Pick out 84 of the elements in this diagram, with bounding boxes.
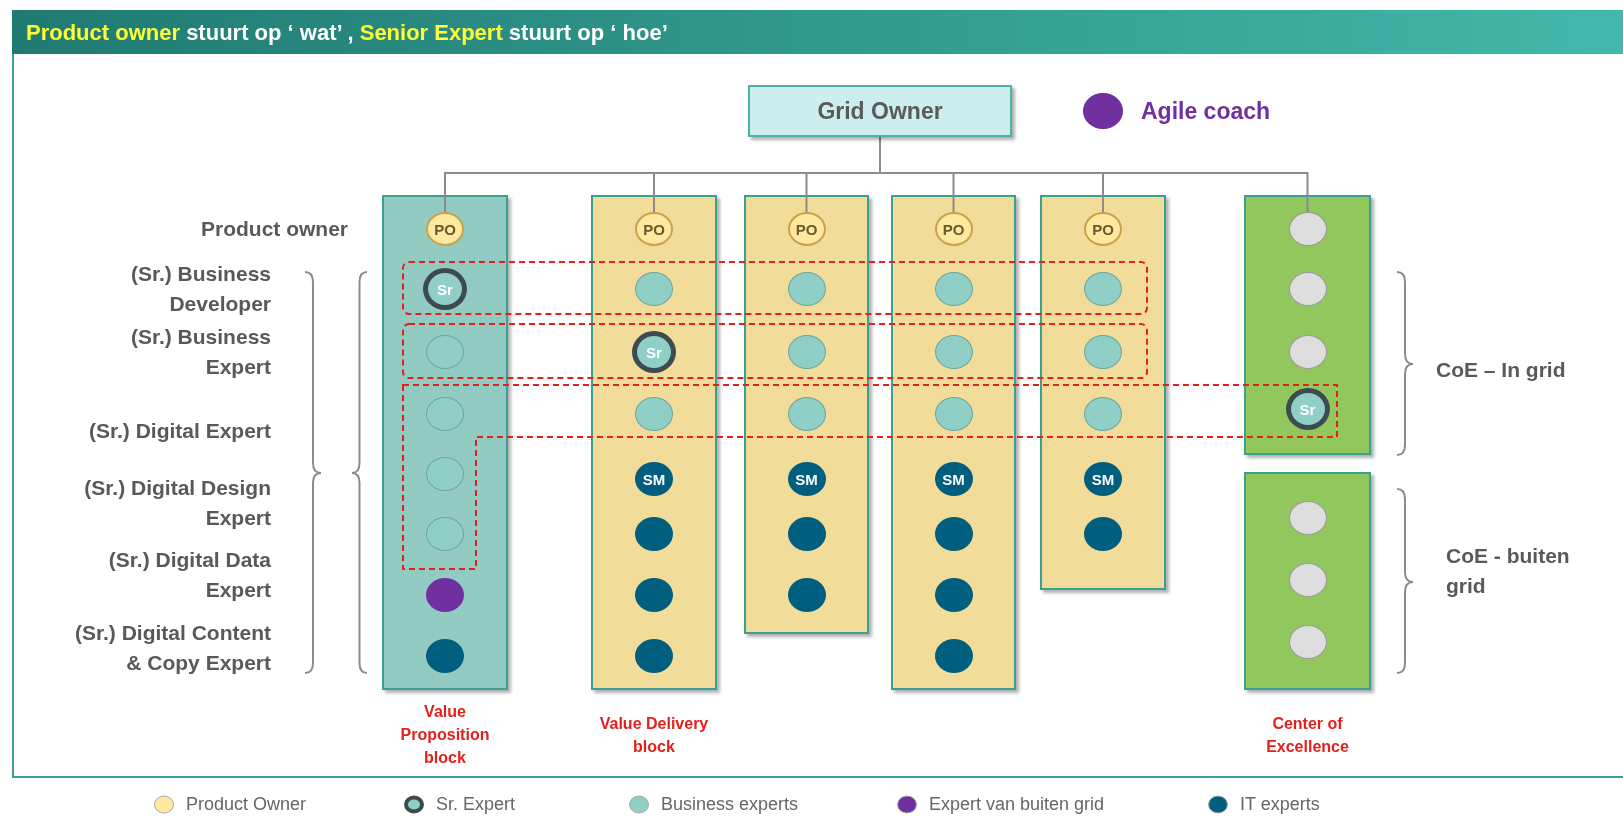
node-label: PO [434,221,456,237]
role-label: (Sr.) Business Expert [129,324,271,380]
role-circle [423,268,467,310]
role-circle [1084,397,1122,431]
role-circle [1084,272,1122,306]
team-column [891,195,1016,690]
legend-label: Product Owner [186,792,307,816]
team-column [1040,195,1166,590]
block-caption: Center of Excellence [1265,714,1350,757]
role-circle [1084,212,1122,246]
node-label: Sr [1299,401,1316,417]
role-label: (Sr.) Digital Data Expert [107,547,271,603]
team-column [591,195,717,690]
role-circle [426,397,464,431]
role-circle [1288,272,1327,306]
node-label: SM [795,471,818,487]
role-circle [934,639,973,673]
role-label: CoE – In grid [1436,357,1567,383]
team-column [382,195,508,690]
role-circle [1084,462,1122,496]
role-circle [934,462,973,496]
owner-box [748,85,1012,137]
role-circle [934,578,973,612]
role-circle [1288,335,1327,369]
role-circle [635,272,673,306]
role-circle [635,639,673,673]
team-column [1244,472,1371,690]
legend-label: Business experts [661,792,799,816]
node-label: SM [1091,471,1115,487]
block-caption: Value Proposition block [399,702,491,768]
role-label: CoE - buiten grid [1446,543,1571,599]
role-circle [934,517,973,551]
role-circle [426,517,464,551]
role-circle [632,331,676,373]
role-circle [635,212,673,246]
role-circle [426,212,464,246]
role-circle [787,272,826,306]
node-label: PO [795,221,818,237]
node-label: SM [642,471,666,487]
role-circle [1285,388,1330,430]
role-circle [1288,563,1327,597]
node-label: PO [643,221,665,237]
role-circle [426,335,464,369]
role-circle [635,397,673,431]
role-label: Product owner [200,216,348,242]
title-bar: Product owner stuurt op ‘ wat’ , Senior Expert stuurt op ‘ hoe’ [12,10,1623,54]
node-label: Sr [646,344,662,360]
role-circle [787,517,826,551]
role-circle [1288,625,1327,659]
legend-label: Agile coach [1141,96,1271,126]
role-label: (Sr.) Digital Content & Copy Expert [74,620,271,676]
node-label: PO [1092,221,1114,237]
role-circle [934,272,973,306]
role-circle [426,457,464,491]
node-label: Sr [437,281,453,297]
team-column [1244,195,1371,455]
node-label: Grid Owner [817,96,943,126]
role-circle [1084,335,1122,369]
role-label: (Sr.) Business Developer [129,261,271,317]
role-circle [426,639,464,673]
block-caption: Value Delivery block [598,714,710,757]
node-label: SM [942,471,965,487]
role-circle [426,578,464,612]
role-circle [1288,501,1327,535]
role-label: (Sr.) Digital Expert [87,418,271,444]
role-circle [934,335,973,369]
role-circle [787,335,826,369]
legend-label: IT experts [1240,792,1320,816]
role-circle [787,397,826,431]
role-circle [1084,517,1122,551]
role-circle [934,397,973,431]
role-circle [787,578,826,612]
role-circle [635,578,673,612]
role-circle [635,517,673,551]
node-label: PO [942,221,965,237]
role-circle [787,212,826,246]
role-circle [934,212,973,246]
team-column [744,195,869,634]
role-label: (Sr.) Digital Design Expert [83,475,271,531]
role-circle [787,462,826,496]
role-circle [635,462,673,496]
legend-label: Expert van buiten grid [929,792,1105,816]
legend-label: Sr. Expert [436,792,516,816]
role-circle [1288,212,1327,246]
